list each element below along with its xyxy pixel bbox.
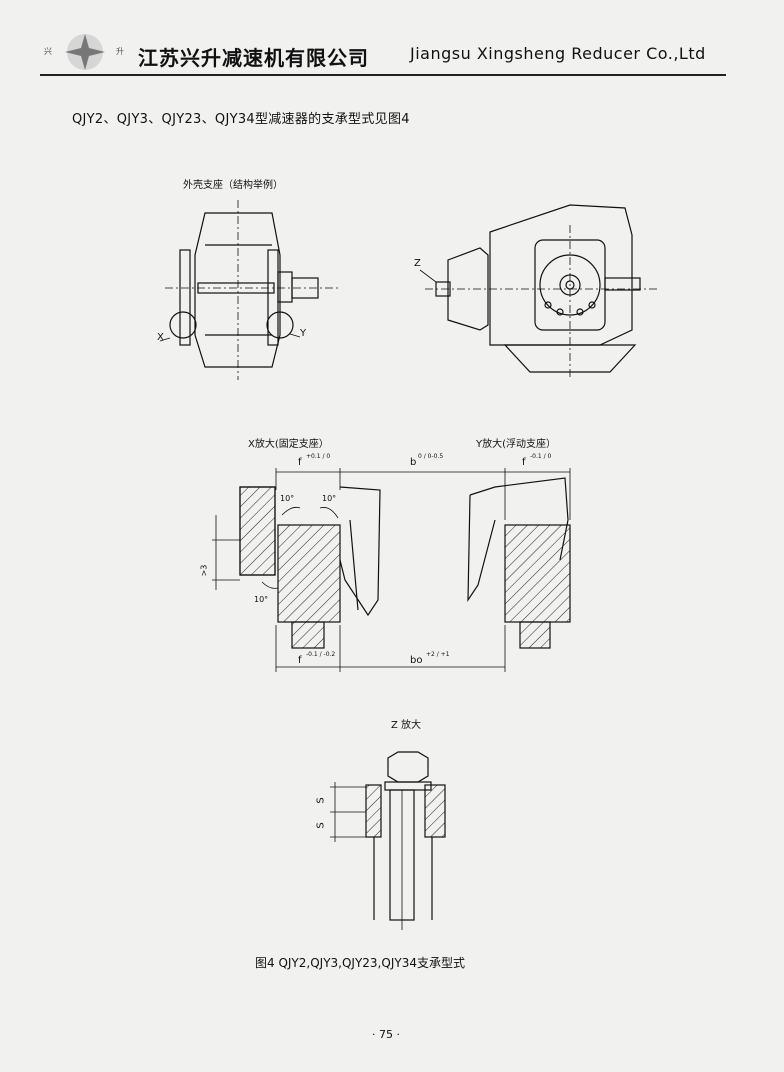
angle-label-3: 10°: [254, 595, 269, 604]
dim-f-bottom-tol: -0.1 / -0.2: [306, 651, 336, 658]
detail-z: [330, 751, 446, 930]
figure-caption: 图4 QJY2,QJY3,QJY23,QJY34支承型式: [255, 956, 465, 970]
dim-f-bottom: f: [298, 655, 302, 666]
page-number: · 75 ·: [372, 1028, 400, 1041]
logo-char-left: 兴: [44, 47, 52, 56]
z-detail-title: Z 放大: [391, 720, 422, 731]
dim-f-top-right: f: [522, 457, 526, 468]
dim-b0-top-tol: 0 / 0-0.5: [418, 453, 444, 460]
reducer-side-view: [419, 204, 660, 380]
header-divider: [40, 74, 726, 76]
company-name-cn: 江苏兴升减速机有限公司: [138, 46, 369, 70]
dim-b0-top: b: [410, 457, 417, 468]
angle-label-1: 10°: [280, 494, 295, 503]
star-logo-icon: [65, 34, 105, 70]
gap-dimension: >3: [199, 564, 209, 577]
label-x: X: [157, 332, 164, 343]
dim-s-1: S: [315, 797, 327, 804]
reducer-front-view: [159, 200, 340, 380]
logo-char-right: 升: [116, 47, 124, 56]
dim-b0-bottom: bo: [410, 655, 423, 666]
dim-f-top-right-tol: -0.1 / 0: [530, 453, 552, 460]
company-logo: 兴 升: [30, 32, 140, 72]
label-z: Z: [414, 258, 421, 269]
company-name-en: Jiangsu Xingsheng Reducer Co.,Ltd: [410, 44, 706, 63]
dim-f-top-left-tol: +0.1 / 0: [306, 453, 331, 460]
housing-support-title: 外壳支座（结构举例）: [183, 180, 283, 191]
detail-xy: [212, 468, 571, 672]
intro-text: QJY2、QJY3、QJY23、QJY34型减速器的支承型式见图4: [72, 112, 410, 127]
dim-b0-bottom-tol: +2 / +1: [426, 651, 450, 658]
label-y: Y: [300, 328, 307, 339]
dim-f-top-left: f: [298, 457, 302, 468]
y-detail-title: Y放大(浮动支座）: [476, 439, 557, 450]
angle-label-2: 10°: [322, 494, 337, 503]
x-detail-title: X放大(固定支座）: [248, 439, 329, 450]
dim-s-2: S: [315, 822, 327, 829]
